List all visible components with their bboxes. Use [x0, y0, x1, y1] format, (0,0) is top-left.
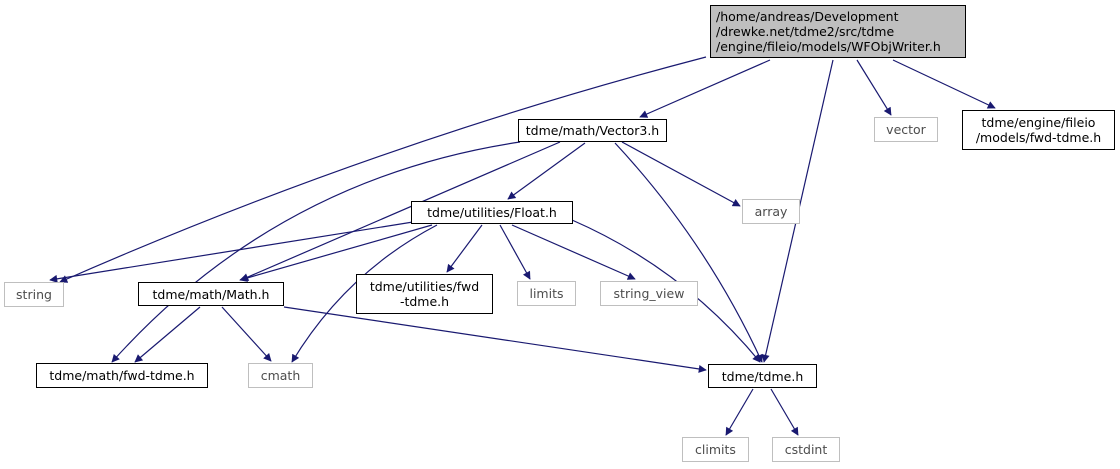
node-label-line: /engine/fileio/models/WFObjWriter.h: [716, 39, 941, 54]
edges-layer: [49, 56, 996, 436]
node-label-line: tdme/math/fwd-tdme.h: [49, 368, 195, 383]
node-label-line: tdme/utilities/Float.h: [427, 205, 557, 220]
node-array[interactable]: array: [742, 199, 800, 224]
edge-math-to-fwd-math: [134, 306, 201, 363]
edge-float-to-string-view: [511, 224, 636, 280]
edge-float-to-math: [239, 224, 433, 282]
node-climits[interactable]: climits: [682, 437, 749, 462]
edge-float-to-tdme: [571, 219, 761, 363]
node-label-line: -tdme.h: [399, 294, 450, 309]
node-label-line: string_view: [613, 286, 685, 301]
node-label-line: vector: [886, 122, 926, 137]
edge-vector3-to-tdme: [614, 142, 763, 363]
node-root-wfobjwriter[interactable]: /home/andreas/Development /drewke.net/td…: [710, 5, 966, 58]
node-limits[interactable]: limits: [517, 281, 576, 306]
node-label-line: /models/fwd-tdme.h: [975, 130, 1102, 145]
node-tdme[interactable]: tdme/tdme.h: [708, 364, 817, 388]
node-fwd-math[interactable]: tdme/math/fwd-tdme.h: [36, 363, 208, 388]
node-fwd-utilities[interactable]: tdme/utilities/fwd -tdme.h: [356, 274, 493, 314]
node-vector[interactable]: vector: [874, 117, 938, 142]
edge-tdme-to-cstdint: [770, 388, 799, 436]
node-label-line: tdme/tdme.h: [721, 368, 804, 384]
node-label-line: /drewke.net/tdme2/src/tdme: [716, 24, 895, 39]
node-label-line: cstdint: [784, 442, 828, 457]
node-label-line: cmath: [260, 368, 301, 383]
edge-root-to-vector3: [639, 59, 771, 118]
node-vector3[interactable]: tdme/math/Vector3.h: [518, 119, 667, 142]
edge-vector3-to-math: [240, 141, 561, 281]
node-fwd-models[interactable]: tdme/engine/fileio /models/fwd-tdme.h: [962, 110, 1115, 150]
node-label-line: tdme/math/Vector3.h: [525, 123, 660, 138]
edge-math-to-tdme: [283, 306, 707, 373]
edge-vector3-to-float: [507, 142, 586, 200]
edge-float-to-cmath: [291, 224, 438, 363]
edge-vector3-to-array: [621, 141, 741, 207]
edge-root-to-vector: [856, 59, 892, 116]
edge-float-to-fwd-util: [446, 224, 483, 273]
node-label-line: climits: [695, 442, 736, 457]
edge-root-to-string: [59, 56, 707, 283]
node-cstdint[interactable]: cstdint: [772, 437, 840, 462]
edge-root-to-fwd-models: [892, 59, 996, 109]
node-label-line: tdme/engine/fileio: [981, 115, 1096, 130]
edge-float-to-limits: [499, 224, 531, 280]
node-float[interactable]: tdme/utilities/Float.h: [411, 201, 573, 224]
edge-tdme-to-climits: [725, 388, 754, 436]
edge-float-to-string: [49, 221, 414, 283]
node-string-view[interactable]: string_view: [600, 281, 698, 306]
node-label-line: tdme/utilities/fwd: [369, 279, 480, 294]
node-label-line: array: [754, 204, 788, 219]
node-math[interactable]: tdme/math/Math.h: [138, 282, 284, 306]
node-string[interactable]: string: [4, 282, 64, 307]
edge-math-to-cmath: [221, 306, 272, 362]
node-label-line: tdme/math/Math.h: [152, 286, 270, 302]
node-cmath[interactable]: cmath: [248, 363, 313, 388]
node-label-line: string: [16, 287, 52, 302]
node-label-line: limits: [529, 286, 564, 301]
edge-vector3-to-fwd-math: [111, 141, 521, 363]
node-label-line: /home/andreas/Development: [716, 9, 899, 24]
